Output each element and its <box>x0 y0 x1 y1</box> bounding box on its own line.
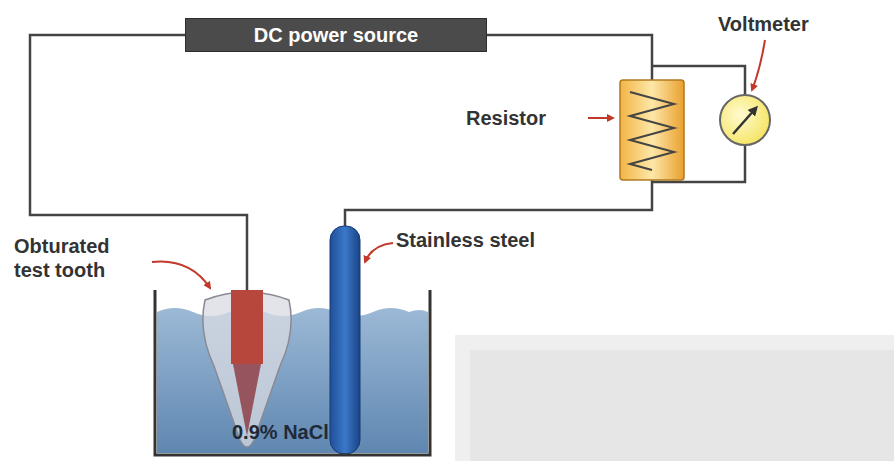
resistor-symbol <box>620 80 684 180</box>
power-source-box: DC power source <box>185 18 487 52</box>
tooth-label: Obturated test tooth <box>14 234 146 282</box>
resistor-coil <box>630 92 674 170</box>
scan-patch <box>470 350 894 461</box>
resistor-label: Resistor <box>466 106 586 130</box>
beaker <box>155 290 430 455</box>
solution-label-text: 0.9% NaCl <box>232 421 329 443</box>
wire <box>30 35 745 292</box>
voltmeter-needle <box>733 108 756 134</box>
box-label: DC power source <box>254 24 418 47</box>
voltmeter-label-text: Voltmeter <box>718 13 809 35</box>
steel-electrode <box>330 226 360 454</box>
saline-bath <box>157 308 428 453</box>
resistor-label-text: Resistor <box>466 107 546 129</box>
solution-label: 0.9% NaCl <box>232 420 362 444</box>
electrode-label: Stainless steel <box>396 228 576 252</box>
electrode-label-text: Stainless steel <box>396 229 535 251</box>
voltmeter-symbol <box>720 95 770 145</box>
voltmeter-label: Voltmeter <box>718 12 888 36</box>
leader-arrow <box>152 40 765 288</box>
root-filling <box>231 290 263 364</box>
scan-patch <box>455 335 894 461</box>
tooth-label-text: Obturated test tooth <box>14 235 110 281</box>
